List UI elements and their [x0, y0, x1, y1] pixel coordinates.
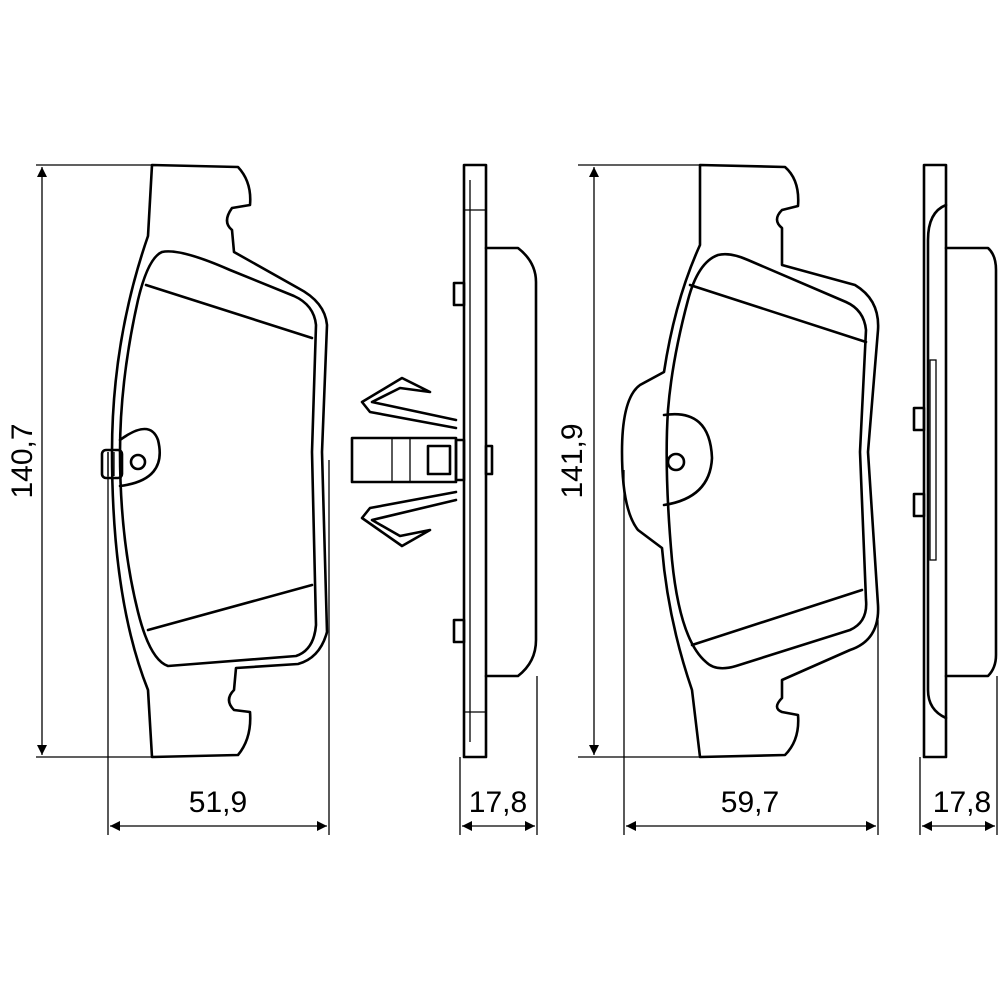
chamfer-line-bottom [146, 583, 314, 632]
chamfer-line-top [144, 283, 314, 340]
clip-body [350, 436, 458, 484]
pin-lower [452, 618, 466, 644]
dimension-lines: 140,7 51,9 17,8 141,9 59,7 17,8 [6, 164, 998, 835]
pin-lower [912, 492, 926, 518]
pad-1-side-view [350, 163, 538, 759]
pad-1-thickness-label: 17,8 [469, 786, 527, 819]
wear-sensor-icon [100, 448, 124, 480]
pad-2-thickness-label: 17,8 [933, 786, 991, 819]
sensor-hole-icon [129, 453, 147, 471]
pad-2-height-label: 141,9 [556, 423, 589, 498]
pad-1-front-view [100, 163, 329, 759]
pad-2-side-view [912, 163, 998, 759]
pin-upper [912, 406, 926, 432]
chamfer-line-top [688, 283, 868, 344]
spring-clip-icon [350, 376, 494, 548]
backing-plate-side [922, 163, 948, 759]
pin-upper [452, 281, 466, 307]
pad-1-width-label: 51,9 [189, 786, 247, 819]
pad-1-height-label: 140,7 [6, 423, 39, 498]
backing-plate-side [462, 163, 488, 759]
sensor-hole-icon [666, 452, 686, 472]
pad-2-front-view [620, 163, 880, 759]
pad-2-width-label: 59,7 [721, 786, 779, 819]
chamfer-line-bottom [690, 588, 864, 647]
